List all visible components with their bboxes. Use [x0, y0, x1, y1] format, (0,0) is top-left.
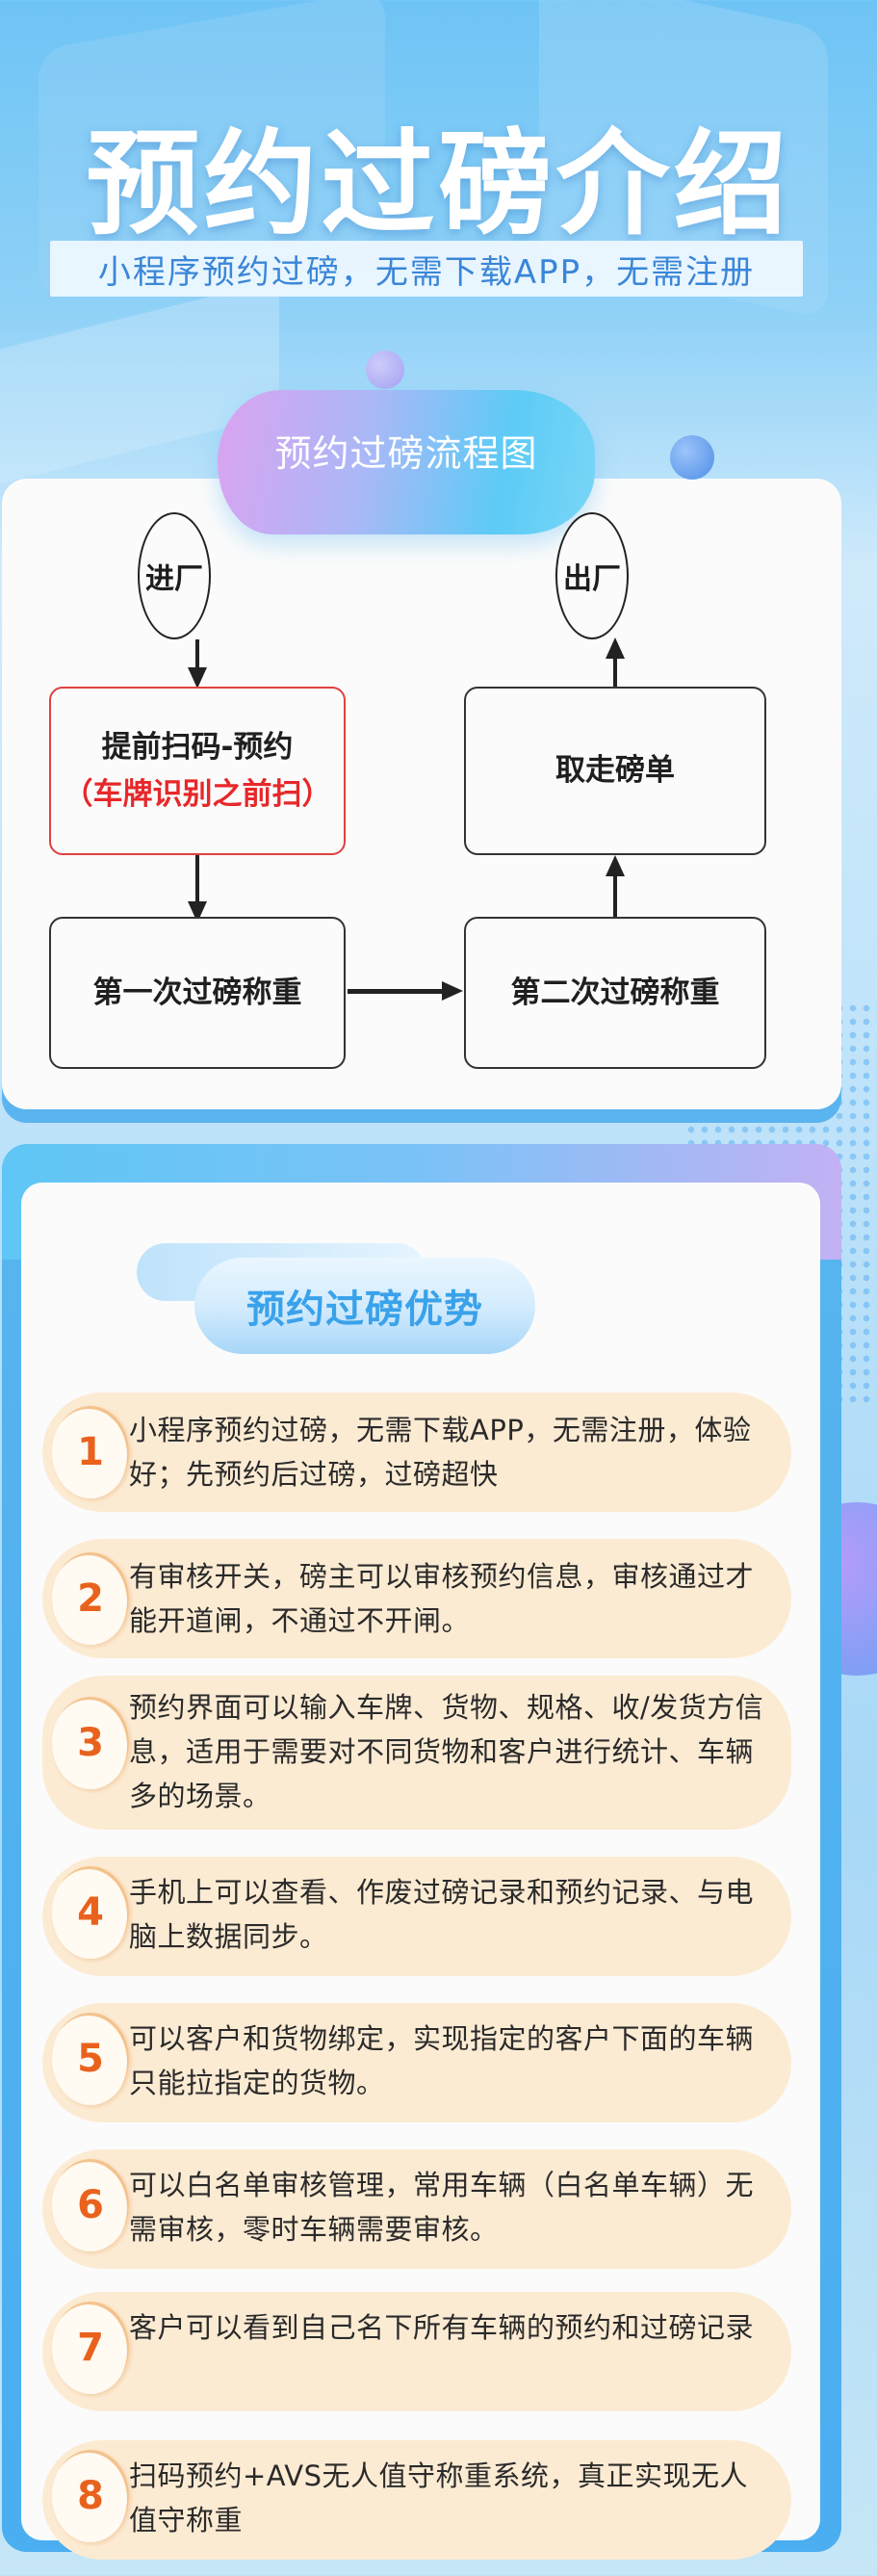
- node-exit-factory: 出厂: [555, 512, 629, 639]
- advantages-card: 预约过磅优势 1 小程序预约过磅，无需下载APP，无需注册，体验好；先预约后过磅…: [21, 1183, 820, 2560]
- connector-line: [195, 639, 199, 674]
- number-badge: 2: [52, 1552, 129, 1645]
- node-second-weigh: 第二次过磅称重: [464, 917, 766, 1069]
- bubble-decoration: [366, 351, 404, 389]
- node-take-ticket: 取走磅单: [464, 687, 766, 855]
- arrow-up-icon: [606, 637, 625, 659]
- arrow-down-icon: [188, 667, 207, 689]
- number-badge: 8: [52, 2450, 129, 2542]
- connector-line: [195, 855, 199, 907]
- node-enter-factory: 进厂: [138, 512, 211, 639]
- number-badge: 1: [52, 1406, 129, 1498]
- node-first-weigh: 第一次过磅称重: [49, 917, 346, 1069]
- advantage-item: 1 小程序预约过磅，无需下载APP，无需注册，体验好；先预约后过磅，过磅超快: [42, 1392, 791, 1512]
- arrow-right-icon: [442, 981, 463, 1001]
- bubble-decoration: [670, 435, 714, 480]
- advantage-item: 3 预约界面可以输入车牌、货物、规格、收/发货方信息，适用于需要对不同货物和客户…: [42, 1676, 791, 1830]
- connector-line: [348, 989, 444, 994]
- number-badge: 4: [52, 1866, 129, 1959]
- advantage-item: 2 有审核开关，磅主可以审核预约信息，审核通过才能开道闸，不通过不开闸。: [42, 1539, 791, 1658]
- number-badge: 3: [52, 1697, 129, 1789]
- connector-line: [613, 872, 617, 917]
- advantage-item: 6 可以白名单审核管理，常用车辆（白名单车辆）无需审核，零时车辆需要审核。: [42, 2149, 791, 2269]
- page-title: 预约过磅介绍: [86, 117, 791, 250]
- advantages-title: 预约过磅优势: [194, 1258, 535, 1354]
- number-badge: 5: [52, 2013, 129, 2105]
- node-scan-reserve: 提前扫码-预约 （车牌识别之前扫）: [49, 687, 346, 855]
- advantage-item: 8 扫码预约+AVS无人值守称重系统，真正实现无人值守称重: [42, 2440, 791, 2560]
- number-badge: 6: [52, 2159, 129, 2251]
- flowchart-title: 预约过磅流程图: [274, 432, 538, 475]
- advantage-item: 7 客户可以看到自己名下所有车辆的预约和过磅记录: [42, 2292, 791, 2411]
- flowchart-title-blob: [218, 390, 595, 534]
- number-badge: 7: [52, 2302, 129, 2394]
- page-subtitle: 小程序预约过磅，无需下载APP，无需注册: [50, 241, 803, 297]
- arrow-up-icon: [606, 855, 625, 876]
- connector-line: [613, 655, 617, 687]
- advantage-item: 4 手机上可以查看、作废过磅记录和预约记录、与电脑上数据同步。: [42, 1857, 791, 1976]
- advantage-item: 5 可以客户和货物绑定，实现指定的客户下面的车辆只能拉指定的货物。: [42, 2003, 791, 2122]
- advantages-section: 预约过磅优势 1 小程序预约过磅，无需下载APP，无需注册，体验好；先预约后过磅…: [2, 1144, 841, 2560]
